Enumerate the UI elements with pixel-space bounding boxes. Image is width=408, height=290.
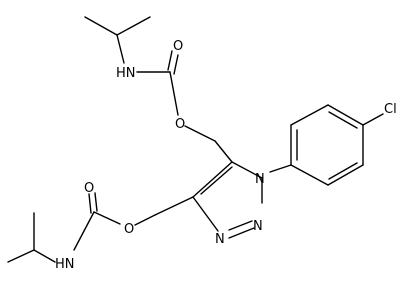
o-carbonyl-bottom-label: O bbox=[84, 181, 94, 196]
bond bbox=[290, 164, 329, 186]
atom-labels: HN O O Cl N N N O O HN bbox=[55, 39, 397, 272]
double-bond-inner bbox=[200, 166, 233, 195]
double-bond-inner bbox=[228, 220, 253, 231]
bond bbox=[192, 161, 233, 198]
n3-label: N bbox=[215, 232, 225, 247]
double-bond-b bbox=[173, 54, 179, 75]
bond bbox=[154, 196, 194, 216]
bond bbox=[116, 34, 125, 64]
bond bbox=[93, 211, 121, 225]
bond bbox=[116, 16, 151, 36]
n2-label: N bbox=[253, 219, 263, 234]
bond bbox=[269, 164, 292, 173]
aromatic-inner bbox=[328, 111, 358, 129]
n1-label: N bbox=[255, 172, 265, 187]
bond bbox=[73, 211, 95, 251]
bond bbox=[231, 161, 263, 179]
bonds bbox=[7, 16, 384, 263]
bond bbox=[327, 104, 364, 126]
bond bbox=[169, 71, 179, 116]
bond bbox=[214, 140, 233, 163]
bond bbox=[84, 16, 118, 36]
bond bbox=[290, 104, 329, 126]
nh-top-label: HN bbox=[116, 66, 136, 81]
bond bbox=[134, 214, 156, 226]
bond bbox=[33, 249, 56, 263]
cl-label: Cl bbox=[384, 102, 397, 117]
double-bond-b bbox=[94, 192, 98, 212]
o-ester-top-label: O bbox=[175, 117, 185, 132]
bond bbox=[192, 196, 219, 232]
bond bbox=[184, 125, 216, 142]
bond bbox=[362, 113, 384, 126]
double-bond-a bbox=[167, 50, 173, 71]
o-carbonyl-top-label: O bbox=[173, 39, 183, 54]
bond bbox=[327, 164, 364, 186]
bond bbox=[7, 249, 35, 263]
double-bond-a bbox=[88, 193, 92, 214]
bond bbox=[228, 227, 255, 239]
o-ester-bottom-label: O bbox=[124, 222, 134, 237]
nh-bottom-label: HN bbox=[55, 257, 75, 272]
aromatic-inner bbox=[328, 162, 358, 180]
